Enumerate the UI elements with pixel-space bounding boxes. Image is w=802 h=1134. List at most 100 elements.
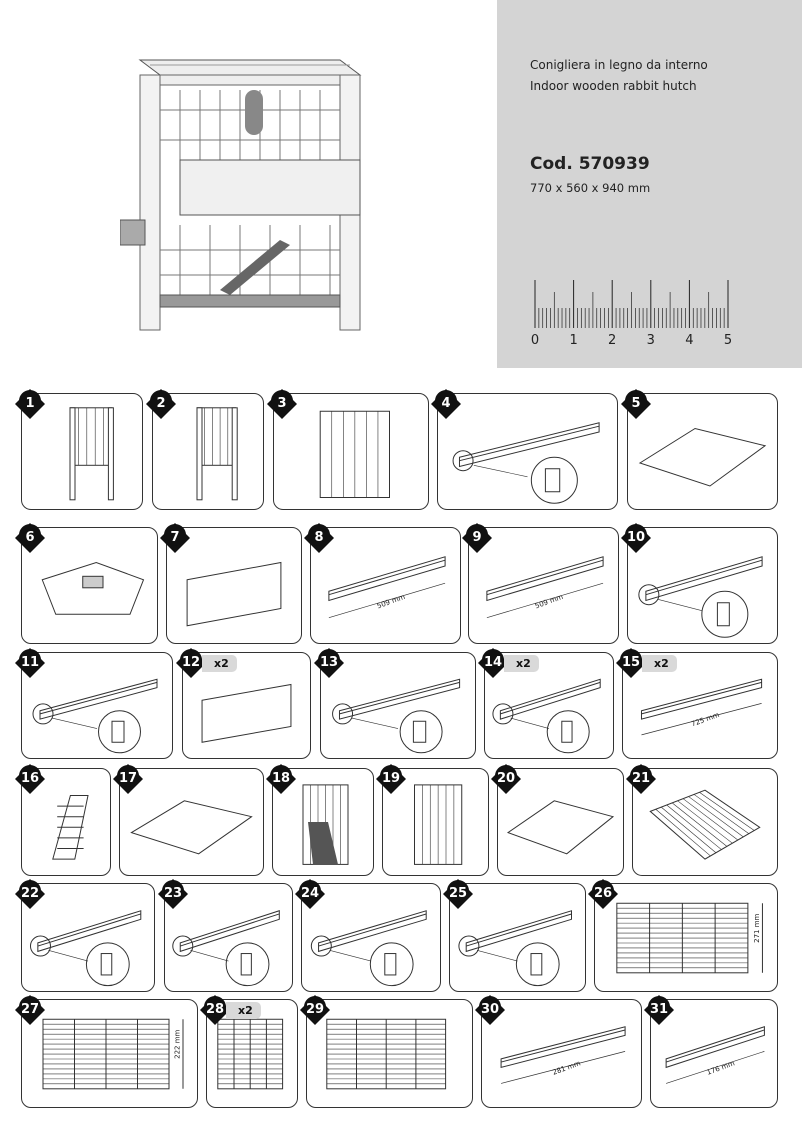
part-27-panel: 222 mm xyxy=(21,999,198,1108)
part-number-badge: 2 xyxy=(146,389,176,419)
part-26-panel: 271 mm xyxy=(594,883,778,992)
part-20-panel xyxy=(497,768,624,876)
part-number: 17 xyxy=(118,771,138,786)
part-6-panel xyxy=(21,527,158,644)
part-number-badge: 7 xyxy=(160,523,190,553)
product-code: Cod. 570939 xyxy=(530,154,650,174)
ruler-label: 4 xyxy=(685,333,693,348)
ruler-label: 2 xyxy=(608,333,616,348)
part-number: 27 xyxy=(20,1002,40,1017)
part-5-panel xyxy=(627,393,778,510)
ruler-label: 1 xyxy=(569,333,577,348)
part-number: 16 xyxy=(20,771,40,786)
part-number-badge: 27 xyxy=(15,995,45,1025)
part-number: 15 xyxy=(621,655,641,670)
part-number: 2 xyxy=(156,396,166,411)
part-number-badge: 29 xyxy=(300,995,330,1025)
part-number-badge: 31 xyxy=(644,995,674,1025)
part-12-panel xyxy=(182,652,311,759)
part-11-panel xyxy=(21,652,173,759)
part-number: 13 xyxy=(319,655,339,670)
part-4-panel xyxy=(437,393,618,510)
part-drawing xyxy=(328,556,446,602)
part-drawing xyxy=(130,800,253,855)
part-number-badge: 5 xyxy=(621,389,651,419)
part-drawing xyxy=(318,910,427,953)
part-number-badge: 28 xyxy=(200,995,230,1025)
part-number: 7 xyxy=(170,530,180,545)
part-number: 1 xyxy=(25,396,35,411)
part-drawing xyxy=(196,407,236,466)
product-name-italian: Conigliera in legno da interno xyxy=(530,58,708,72)
part-29-panel xyxy=(306,999,473,1108)
part-3-panel xyxy=(273,393,429,510)
part-drawing xyxy=(37,910,142,953)
part-17-panel xyxy=(119,768,264,876)
part-number-badge: 12 xyxy=(176,648,206,678)
part-number: 31 xyxy=(649,1002,669,1017)
part-drawing xyxy=(640,678,763,720)
quantity-badge: x2 xyxy=(202,655,237,672)
part-drawing xyxy=(499,678,601,720)
part-number-badge: 21 xyxy=(626,764,656,794)
part-number-badge: 16 xyxy=(15,764,45,794)
part-drawing xyxy=(638,427,767,487)
part-number: 5 xyxy=(631,396,641,411)
part-number-badge: 26 xyxy=(588,879,618,909)
quantity-badge: x2 xyxy=(226,1002,261,1019)
part-number-badge: 13 xyxy=(314,648,344,678)
part-number: 6 xyxy=(25,530,35,545)
quantity-badge: x2 xyxy=(642,655,677,672)
dimension-label: 271 mm xyxy=(753,913,761,942)
ruler-label: 3 xyxy=(647,333,655,348)
part-number: 19 xyxy=(381,771,401,786)
part-drawing xyxy=(41,561,145,615)
product-dimensions: 770 x 560 x 940 mm xyxy=(530,181,651,195)
part-number: 22 xyxy=(20,886,40,901)
part-28-panel xyxy=(206,999,298,1108)
part-number: 4 xyxy=(441,396,451,411)
part-drawing xyxy=(69,407,113,466)
part-19-panel xyxy=(382,768,489,876)
dimension-label: 281 mm xyxy=(551,1059,581,1077)
part-30-panel: 281 mm xyxy=(481,999,642,1108)
rabbit-hutch-illustration xyxy=(120,59,362,331)
part-number-badge: 11 xyxy=(15,648,45,678)
dimension-label: 725 mm xyxy=(690,711,720,729)
part-8-panel: 509 mm xyxy=(310,527,461,644)
dimension-label: 509 mm xyxy=(376,593,406,611)
dimension-label: 509 mm xyxy=(534,593,564,611)
part-drawing xyxy=(665,1026,765,1069)
part-number: 28 xyxy=(205,1002,225,1017)
part-number: 14 xyxy=(483,655,503,670)
part-drawing xyxy=(500,1026,626,1069)
part-drawing xyxy=(201,683,292,743)
part-number-badge: 15 xyxy=(616,648,646,678)
part-25-panel xyxy=(449,883,586,992)
part-number-badge: 6 xyxy=(15,523,45,553)
quantity-badge: x2 xyxy=(504,655,539,672)
part-7-panel xyxy=(166,527,302,644)
part-number-badge: 1 xyxy=(15,389,45,419)
part-number: 30 xyxy=(480,1002,500,1017)
part-21-panel xyxy=(632,768,778,876)
product-info-panel: Conigliera in legno da interno Indoor wo… xyxy=(497,0,802,368)
part-number: 23 xyxy=(163,886,183,901)
part-number: 10 xyxy=(626,530,646,545)
part-number: 8 xyxy=(314,530,324,545)
part-number-badge: 23 xyxy=(158,879,188,909)
part-number: 21 xyxy=(631,771,651,786)
part-14-panel xyxy=(484,652,614,759)
part-drawing xyxy=(465,910,572,953)
part-number-badge: 10 xyxy=(621,523,651,553)
part-number-badge: 3 xyxy=(267,389,297,419)
part-number: 11 xyxy=(20,655,40,670)
part-13-panel xyxy=(320,652,476,759)
ruler-label: 0 xyxy=(531,333,539,348)
part-2-panel xyxy=(152,393,264,510)
part-23-panel xyxy=(164,883,293,992)
part-number: 18 xyxy=(271,771,291,786)
part-drawing xyxy=(179,910,280,953)
product-name-english: Indoor wooden rabbit hutch xyxy=(530,79,697,93)
